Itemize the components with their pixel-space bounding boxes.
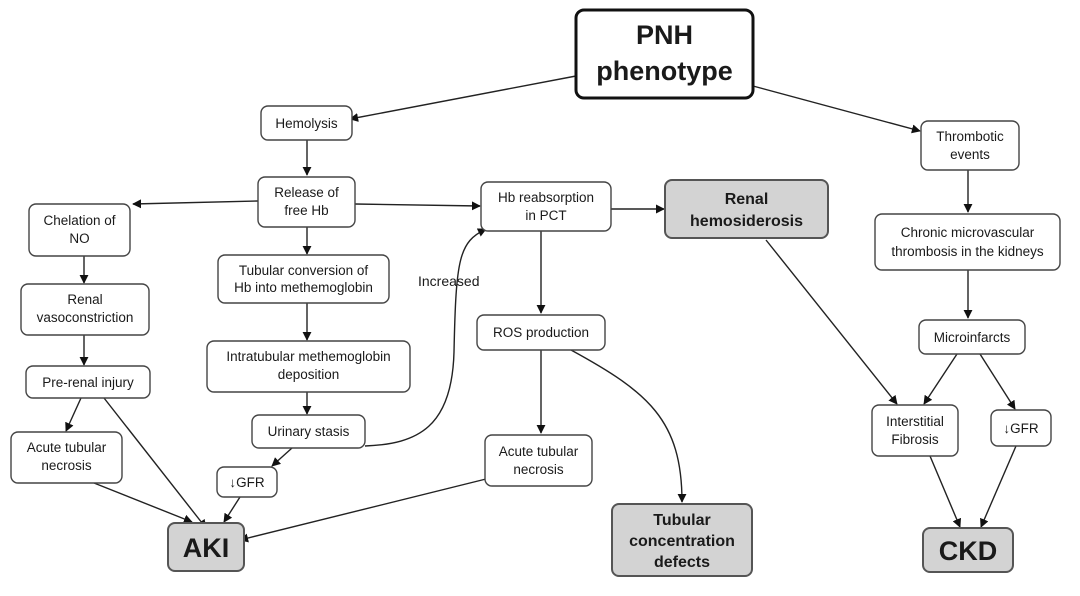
- node-ros-production-label: ROS production: [493, 325, 589, 340]
- node-thrombotic-events-line-1: Thrombotic: [936, 129, 1004, 144]
- edge-atnmid-aki: [239, 478, 487, 543]
- node-aki-label: AKI: [183, 533, 230, 563]
- edge-hemosiderosis-fibrosis: [765, 239, 898, 405]
- edge-microinfarcts-fibrosis: [923, 353, 958, 405]
- node-hb-reabsorption-line-2: in PCT: [525, 208, 566, 223]
- node-intratubular-deposition-line-2: deposition: [278, 367, 340, 382]
- node-chelation-no: Chelation of NO: [28, 203, 131, 257]
- node-microinfarcts-label: Microinfarcts: [934, 330, 1011, 345]
- edge-ros-defects: [570, 349, 687, 503]
- node-thrombotic-events-line-2: events: [950, 147, 990, 162]
- node-thrombotic-events: Thrombotic events: [920, 120, 1020, 171]
- node-urinary-stasis: Urinary stasis: [251, 414, 366, 449]
- node-ckd: CKD: [922, 527, 1014, 573]
- node-tubular-conversion-line-1: Tubular conversion of: [239, 263, 369, 278]
- edge-prerenal-aki: [103, 397, 207, 529]
- node-acute-tubular-necrosis-mid-line-1: Acute tubular: [499, 444, 579, 459]
- edge-microinfarcts-gfrright: [979, 353, 1016, 410]
- node-chelation-no-line-2: NO: [69, 231, 89, 246]
- node-intratubular-deposition: Intratubular methemoglobin deposition: [206, 340, 411, 393]
- node-interstitial-fibrosis: Interstitial Fibrosis: [871, 404, 959, 457]
- node-tubular-concentration-defects: Tubular concentration defects: [611, 503, 753, 577]
- edge-gfrright-ckd: [980, 445, 1017, 528]
- edge-gfrleft-aki: [223, 496, 241, 523]
- node-gfr-right-label: ↓GFR: [1003, 421, 1038, 436]
- edge-fibrosis-ckd: [929, 455, 961, 528]
- node-acute-tubular-necrosis-left: Acute tubular necrosis: [10, 431, 123, 484]
- node-chronic-microvascular-thrombosis: Chronic microvascular thrombosis in the …: [874, 213, 1061, 271]
- node-acute-tubular-necrosis-mid: Acute tubular necrosis: [484, 434, 593, 487]
- node-prerenal-injury: Pre-renal injury: [25, 365, 151, 399]
- node-tubular-conversion-line-2: Hb into methemoglobin: [234, 280, 373, 295]
- node-urinary-stasis-label: Urinary stasis: [268, 424, 350, 439]
- edge-urinarystasis-gfrleft: [271, 447, 293, 467]
- node-hb-reabsorption-line-1: Hb reabsorption: [498, 190, 594, 205]
- node-acute-tubular-necrosis-left-line-1: Acute tubular: [27, 440, 107, 455]
- node-release-free-hb: Release of free Hb: [257, 176, 356, 228]
- node-pnh-phenotype: PNH phenotype: [574, 8, 755, 100]
- node-tubular-concentration-defects-line-1: Tubular: [653, 512, 710, 529]
- node-acute-tubular-necrosis-mid-line-2: necrosis: [513, 462, 564, 477]
- node-tubular-conversion: Tubular conversion of Hb into methemoglo…: [217, 254, 390, 304]
- node-chelation-no-line-1: Chelation of: [43, 213, 115, 228]
- edge-pnh-thrombotic: [752, 85, 921, 134]
- node-acute-tubular-necrosis-left-line-2: necrosis: [41, 458, 92, 473]
- node-renal-hemosiderosis-line-2: hemosiderosis: [690, 213, 803, 230]
- node-tubular-concentration-defects-line-2: concentration: [629, 533, 735, 550]
- node-renal-vasoconstriction-line-1: Renal: [67, 292, 102, 307]
- node-interstitial-fibrosis-line-1: Interstitial: [886, 414, 944, 429]
- edge-label-increased: Increased: [418, 273, 479, 289]
- edges: Increased: [65, 75, 1017, 543]
- node-hemolysis: Hemolysis: [260, 105, 353, 141]
- node-release-free-hb-line-1: Release of: [274, 185, 339, 200]
- node-ckd-label: CKD: [939, 536, 998, 566]
- edge-release-hbreabs: [354, 201, 481, 211]
- node-aki: AKI: [167, 522, 245, 572]
- node-renal-vasoconstriction-line-2: vasoconstriction: [37, 310, 134, 325]
- node-intratubular-deposition-line-1: Intratubular methemoglobin: [226, 349, 390, 364]
- edge-atnleft-aki: [93, 482, 193, 524]
- node-renal-hemosiderosis: Renal hemosiderosis: [664, 179, 829, 239]
- node-chronic-microvascular-thrombosis-line-2: thrombosis in the kidneys: [891, 244, 1044, 259]
- node-microinfarcts: Microinfarcts: [918, 319, 1026, 355]
- edge-urinarystasis-hbreabs: [364, 228, 487, 447]
- node-renal-hemosiderosis-line-1: Renal: [725, 191, 769, 208]
- node-pnh-phenotype-line-2: phenotype: [596, 56, 733, 86]
- node-renal-vasoconstriction: Renal vasoconstriction: [20, 283, 150, 336]
- node-hemolysis-label: Hemolysis: [275, 116, 338, 131]
- edge-prerenal-atnleft: [65, 397, 82, 432]
- node-hb-reabsorption: Hb reabsorption in PCT: [480, 181, 612, 232]
- node-gfr-right: ↓GFR: [990, 409, 1052, 447]
- node-ros-production: ROS production: [476, 314, 606, 351]
- node-release-free-hb-line-2: free Hb: [284, 203, 328, 218]
- node-interstitial-fibrosis-line-2: Fibrosis: [891, 432, 939, 447]
- node-pnh-phenotype-line-1: PNH: [636, 20, 693, 50]
- edge-release-chelation: [132, 199, 259, 209]
- node-prerenal-injury-label: Pre-renal injury: [42, 375, 134, 390]
- node-gfr-left-label: ↓GFR: [229, 475, 264, 490]
- node-chronic-microvascular-thrombosis-line-1: Chronic microvascular: [901, 225, 1035, 240]
- edge-pnh-hemolysis: [349, 75, 577, 122]
- node-tubular-concentration-defects-line-3: defects: [654, 554, 710, 571]
- node-gfr-left: ↓GFR: [216, 466, 278, 498]
